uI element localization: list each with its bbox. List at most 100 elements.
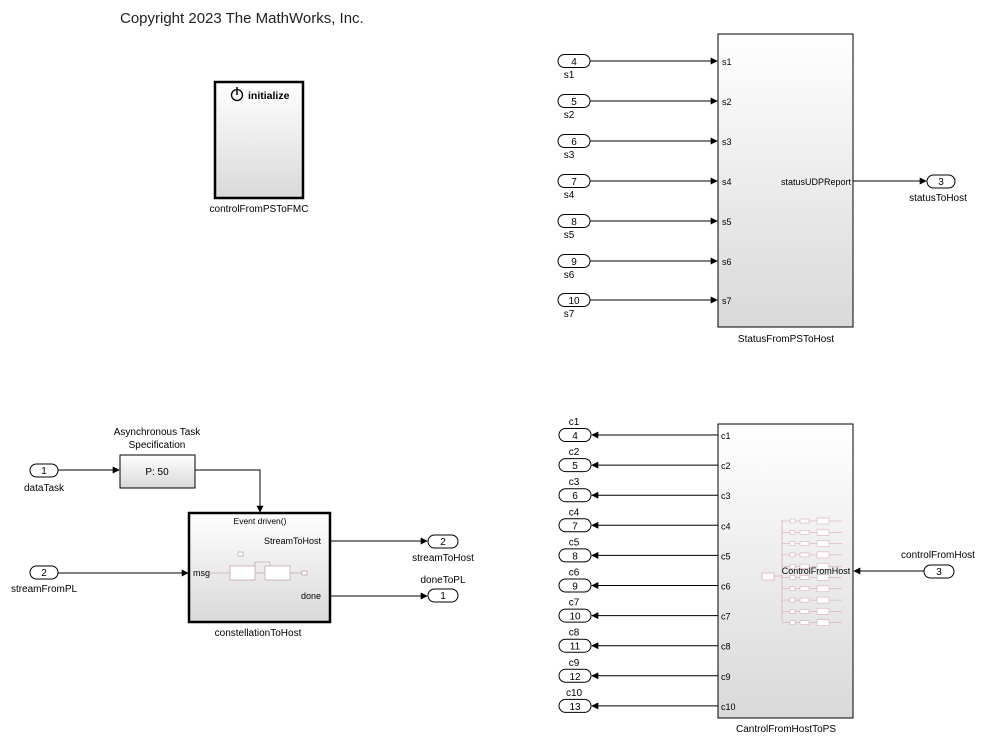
control-outport-name: c1 (569, 417, 580, 428)
status-outport[interactable]: 3 (926, 174, 956, 189)
initialize-label: initialize (248, 90, 290, 102)
status-inport-s6[interactable]: 9 (557, 254, 591, 269)
status-inport-name: s5 (564, 230, 575, 241)
thumb-row-node (789, 518, 796, 524)
control-outport-c10[interactable]: 13 (558, 698, 592, 713)
control-outport-c8[interactable]: 11 (558, 638, 592, 653)
control-outport-name: c6 (569, 568, 580, 579)
thumb-row-node (816, 596, 830, 604)
streamtohost-outport[interactable]: 2 (427, 534, 459, 549)
control-outport-number: 8 (572, 551, 578, 562)
control-pin-label: c7 (721, 612, 731, 622)
status-inport-number: 9 (571, 257, 577, 268)
control-outport-c2[interactable]: 5 (558, 458, 592, 473)
status-inport-s4[interactable]: 7 (557, 174, 591, 189)
status-pin-label: s2 (722, 97, 732, 107)
thumb-row-node (799, 575, 810, 580)
status-outport-number: 3 (938, 177, 944, 188)
thumb-row-node (799, 530, 810, 535)
thumb-row-node (816, 540, 830, 547)
power-icon (230, 87, 244, 102)
control-outport-c1[interactable]: 4 (558, 428, 592, 443)
control-outport-c3[interactable]: 6 (558, 488, 592, 503)
thumb-row-node (816, 562, 830, 570)
status-output-pin: statusUDPReport (781, 177, 852, 187)
thumb-row-node (789, 552, 796, 558)
thumb-row-node (799, 552, 810, 558)
constellation-pin-msg: msg (193, 568, 210, 578)
control-outport-number: 7 (572, 521, 578, 532)
thumb-row-node (799, 541, 810, 546)
control-outport-number: 5 (572, 461, 578, 472)
status-inport-number: 10 (568, 296, 580, 307)
thumb-row-node (816, 551, 830, 559)
thumb-row-node (789, 620, 796, 625)
thumb-row-node (816, 517, 830, 525)
control-outport-c7[interactable]: 10 (558, 608, 592, 623)
control-pin-label: c9 (721, 672, 731, 682)
donetopl-outport[interactable]: 1 (427, 588, 459, 603)
control-pin-label: c5 (721, 551, 731, 561)
thumb-row-node (789, 609, 796, 614)
streamfrompl-inport[interactable]: 2 (29, 565, 59, 580)
controlfromhost-inport[interactable]: 3 (923, 564, 955, 579)
async-trigger-line (195, 469, 264, 513)
constellation-pin-stream: StreamToHost (264, 536, 322, 546)
control-pin-label: c4 (721, 521, 731, 531)
control-outport-number: 11 (570, 642, 581, 653)
status-pin-label: s7 (722, 296, 732, 306)
streamfrompl-inport-number: 2 (41, 568, 47, 579)
control-outport-c6[interactable]: 9 (558, 578, 592, 593)
control-outport-name: c5 (569, 537, 580, 548)
thumb-row-node (799, 609, 810, 614)
constellation-pin-done: done (301, 591, 321, 601)
streamtohost-outport-number: 2 (440, 537, 446, 548)
control-outport-number: 9 (572, 582, 578, 593)
status-inport-name: s2 (564, 110, 575, 121)
async-title-line2: Specification (129, 440, 186, 451)
control-outport-c9[interactable]: 12 (558, 668, 592, 683)
status-inport-s7[interactable]: 10 (557, 293, 591, 308)
control-pin-label: c6 (721, 582, 731, 592)
control-inport-number: 3 (936, 567, 942, 578)
async-task-label: P: 50 (145, 467, 169, 478)
streamtohost-outport-name: streamToHost (412, 553, 474, 564)
control-outport-name: c2 (569, 447, 580, 458)
status-outport-name: statusToHost (909, 193, 967, 204)
status-inport-s5[interactable]: 8 (557, 214, 591, 229)
status-subsystem-block[interactable] (717, 33, 854, 328)
control-outport-name: c4 (569, 507, 580, 518)
thumb-row-node (789, 530, 796, 535)
control-outport-name: c9 (569, 658, 580, 669)
control-pin-label: c2 (721, 461, 731, 471)
status-pin-label: s1 (722, 57, 732, 67)
constellation-header: Event driven() (234, 516, 287, 526)
control-thumbnail-rows (782, 517, 842, 626)
status-inport-number: 8 (571, 217, 577, 228)
constellation-thumbnail (205, 551, 308, 581)
constellation-subsystem[interactable]: Event driven() msg StreamToHost done (187, 511, 332, 624)
thumb-row-node (789, 575, 796, 580)
async-task-block[interactable]: P: 50 (119, 454, 196, 489)
control-inner-label: ControlFromHost (782, 566, 851, 576)
status-inport-name: s6 (564, 270, 575, 281)
initialize-subsystem[interactable]: initialize (213, 80, 305, 200)
status-inport-number: 4 (571, 57, 577, 68)
status-inport-s2[interactable]: 5 (557, 94, 591, 109)
thumb-row-node (816, 574, 830, 581)
datatask-inport[interactable]: 1 (29, 463, 59, 478)
control-subsystem-block[interactable] (717, 423, 854, 719)
control-outport-c5[interactable]: 8 (558, 548, 592, 563)
status-inport-s1[interactable]: 4 (557, 54, 591, 69)
status-inport-s3[interactable]: 6 (557, 134, 591, 149)
status-inport-number: 5 (571, 97, 577, 108)
thumb-row-node (789, 586, 796, 592)
control-thumbnail (761, 520, 783, 622)
control-outport-c4[interactable]: 7 (558, 518, 592, 533)
status-block-name: StatusFromPSToHost (738, 334, 834, 345)
thumb-row-node (816, 529, 830, 536)
control-outport-number: 4 (572, 431, 578, 442)
thumb-row-node (816, 585, 830, 593)
control-outport-name: c7 (569, 598, 580, 609)
